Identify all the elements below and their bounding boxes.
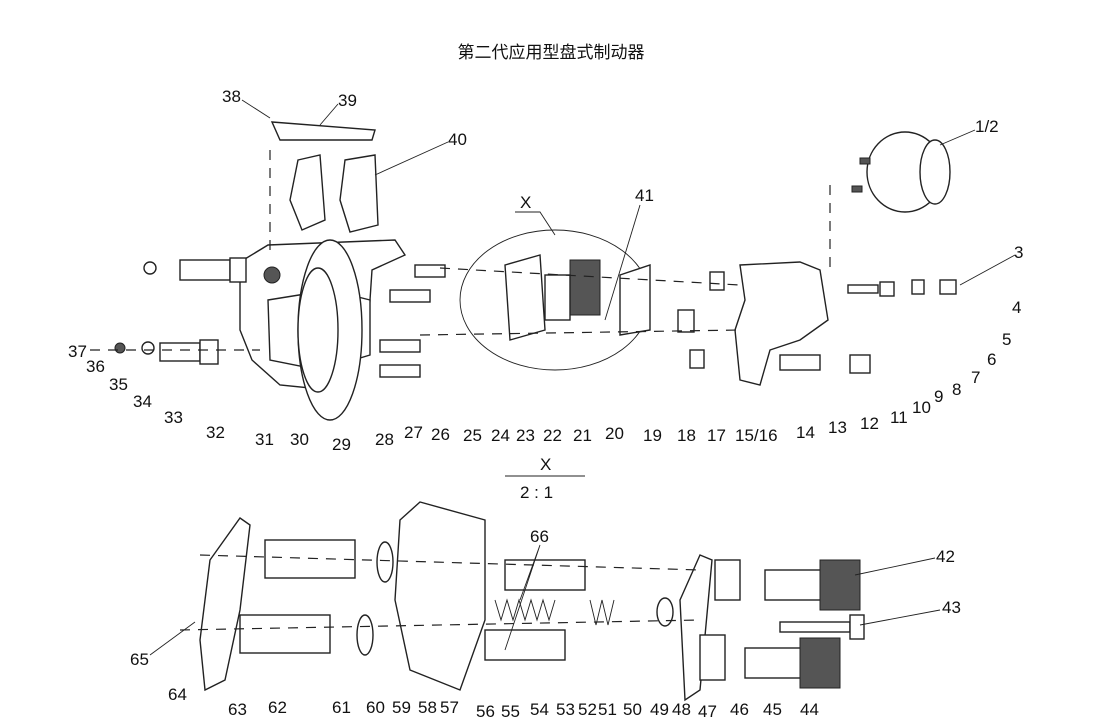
detail-marker: X bbox=[520, 193, 531, 212]
part-label: 30 bbox=[290, 430, 309, 449]
part-label: 57 bbox=[440, 698, 459, 717]
part-label: 34 bbox=[133, 392, 152, 411]
guide-pins bbox=[114, 257, 247, 365]
part-label: 35 bbox=[109, 375, 128, 394]
part-label: 11 bbox=[890, 408, 908, 427]
part-label: 40 bbox=[448, 130, 467, 149]
part-label: 1/2 bbox=[975, 117, 999, 136]
brake-pads bbox=[270, 121, 379, 233]
part-label: 56 bbox=[476, 702, 495, 721]
part-label: 43 bbox=[942, 598, 961, 617]
part-label: 47 bbox=[698, 702, 717, 721]
detail-scale: 2 : 1 bbox=[520, 483, 553, 502]
part-label: 36 bbox=[86, 357, 105, 376]
part-label: 28 bbox=[375, 430, 394, 449]
part-label: 27 bbox=[404, 423, 423, 442]
actuator-housing bbox=[677, 261, 871, 386]
detail-x-circle bbox=[459, 229, 651, 371]
part-label: 6 bbox=[987, 350, 996, 369]
part-label: 29 bbox=[332, 435, 351, 454]
part-label: 4 bbox=[1012, 298, 1021, 317]
part-label: 64 bbox=[168, 685, 187, 704]
adjuster-parts bbox=[847, 279, 957, 297]
part-label: 38 bbox=[222, 87, 241, 106]
detail-x-parts bbox=[199, 501, 865, 702]
bolts bbox=[379, 264, 446, 378]
part-label: 13 bbox=[828, 418, 847, 437]
part-label: 66 bbox=[530, 527, 549, 546]
part-label: 14 bbox=[796, 423, 815, 442]
caliper-housing bbox=[239, 239, 407, 421]
part-label: 7 bbox=[971, 368, 980, 387]
part-label: 41 bbox=[635, 186, 654, 205]
part-label: 10 bbox=[912, 398, 931, 417]
part-label: 18 bbox=[677, 426, 696, 445]
part-label: 23 bbox=[516, 426, 535, 445]
part-label: 61 bbox=[332, 698, 351, 717]
part-label: 51 bbox=[598, 700, 617, 719]
part-label: 48 bbox=[672, 700, 691, 719]
part-labels: 1/2 3 4 5 6 7 8 9 10 11 12 13 14 15/16 1… bbox=[68, 87, 1023, 721]
part-label: 32 bbox=[206, 423, 225, 442]
brake-chamber bbox=[851, 131, 951, 213]
part-label: 54 bbox=[530, 700, 549, 719]
part-label: 42 bbox=[936, 547, 955, 566]
part-label: 49 bbox=[650, 700, 669, 719]
part-label: 33 bbox=[164, 408, 183, 427]
part-label: 58 bbox=[418, 698, 437, 717]
part-label: 39 bbox=[338, 91, 357, 110]
part-label: 55 bbox=[501, 702, 520, 721]
part-label: 31 bbox=[255, 430, 274, 449]
part-label: 5 bbox=[1002, 330, 1011, 349]
part-label: 50 bbox=[623, 700, 642, 719]
part-label: 59 bbox=[392, 698, 411, 717]
part-label: 3 bbox=[1014, 243, 1023, 262]
part-label: 52 bbox=[578, 700, 597, 719]
part-label: 24 bbox=[491, 426, 510, 445]
part-label: 8 bbox=[952, 380, 961, 399]
detail-scale-name: X bbox=[540, 455, 551, 474]
part-label: 45 bbox=[763, 700, 782, 719]
part-label: 20 bbox=[605, 424, 624, 443]
part-label: 15/16 bbox=[735, 426, 778, 445]
part-label: 65 bbox=[130, 650, 149, 669]
part-label: 26 bbox=[431, 425, 450, 444]
part-label: 46 bbox=[730, 700, 749, 719]
diagram-title: 第二代应用型盘式制动器 bbox=[457, 43, 645, 63]
part-label: 60 bbox=[366, 698, 385, 717]
part-label: 19 bbox=[643, 426, 662, 445]
part-label: 9 bbox=[934, 387, 943, 406]
part-label: 53 bbox=[556, 700, 575, 719]
part-label: 12 bbox=[860, 414, 879, 433]
part-label: 22 bbox=[543, 426, 562, 445]
leader-lines bbox=[149, 99, 1016, 656]
part-label: 21 bbox=[573, 426, 592, 445]
part-label: 44 bbox=[800, 700, 819, 719]
part-label: 17 bbox=[707, 426, 726, 445]
part-label: 63 bbox=[228, 700, 247, 719]
part-label: 62 bbox=[268, 698, 287, 717]
part-label: 37 bbox=[68, 342, 87, 361]
part-label: 25 bbox=[463, 426, 482, 445]
